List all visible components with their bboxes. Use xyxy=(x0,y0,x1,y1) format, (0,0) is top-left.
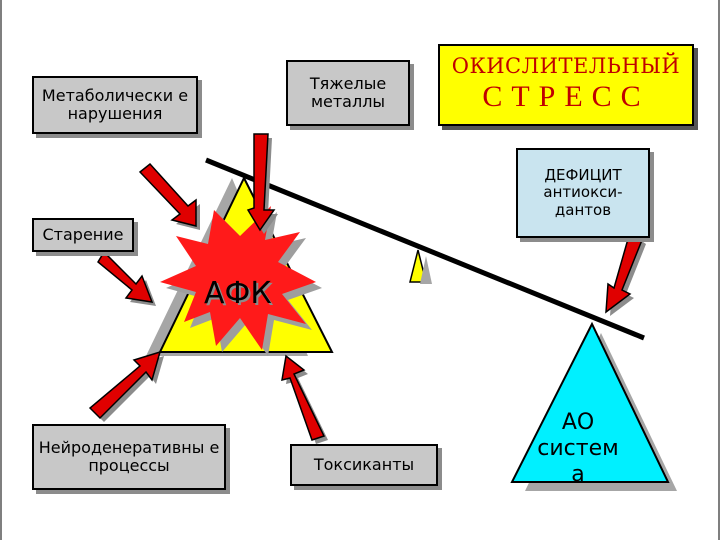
arrow-toxicants xyxy=(281,354,326,441)
toxicants-label: Токсиканты xyxy=(313,454,415,474)
seesaw-fulcrum xyxy=(409,249,427,283)
heavy-metals-label: Тяжелые металлы xyxy=(309,73,387,111)
arrows xyxy=(88,133,643,441)
arrow-neuro xyxy=(88,350,162,420)
oxidative-stress-line2: СТРЕСС xyxy=(482,80,650,113)
metabolic-disorders-label: Метаболически е нарушения xyxy=(41,85,189,123)
frame-right-line xyxy=(718,0,720,540)
toxicants-box: Токсиканты xyxy=(290,444,438,486)
seesaw-beam xyxy=(205,157,645,341)
metabolic-disorders-box: Метаболически е нарушения xyxy=(32,76,198,134)
oxidative-stress-line1: ОКИСЛИТЕЛЬНЫЙ xyxy=(451,54,681,78)
ao-system-label: АО систем а xyxy=(537,410,619,487)
heavy-metals-box: Тяжелые металлы xyxy=(286,60,410,126)
ao-triangle xyxy=(510,321,670,483)
aging-label: Старение xyxy=(42,224,124,244)
fulcrum-shadow xyxy=(420,256,432,284)
afk-label: АФК xyxy=(204,276,272,311)
neurodegenerative-label: Нейроденеративны е процессы xyxy=(38,437,220,475)
antioxidant-deficit-box: ДЕФИЦИТ антиокси- дантов xyxy=(516,148,650,238)
arrow-aging xyxy=(97,250,154,303)
neurodegenerative-box: Нейроденеративны е процессы xyxy=(32,424,226,490)
arrow-heavy-metals xyxy=(246,133,276,232)
antioxidant-deficit-label: ДЕФИЦИТ антиокси- дантов xyxy=(543,166,623,219)
aging-box: Старение xyxy=(32,218,134,252)
oxidative-stress-box: ОКИСЛИТЕЛЬНЫЙ СТРЕСС xyxy=(438,44,694,126)
arrow-deficit xyxy=(605,230,643,314)
afk-starburst xyxy=(160,206,316,350)
arrow-metabolic xyxy=(138,162,197,227)
frame-left-line xyxy=(0,0,2,540)
